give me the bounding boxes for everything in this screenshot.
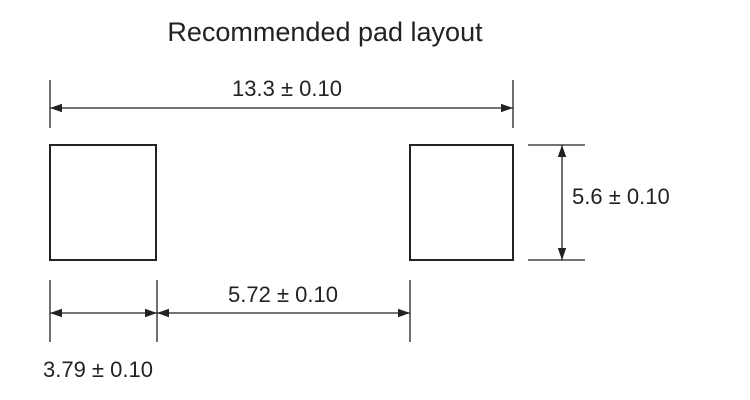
pad-gap-dimension: 5.72 ± 0.10 [157,282,410,318]
right-pad [409,144,514,261]
pad-gap-label: 5.72 ± 0.10 [228,282,338,307]
pad-height-dimension: 5.6 ± 0.10 [528,144,670,261]
left-pad [49,144,157,261]
pad-width-label: 3.79 ± 0.10 [43,357,153,382]
diagram-title: Recommended pad layout [167,17,483,47]
overall-width-dimension: 13.3 ± 0.10 [49,76,514,128]
pad-height-label: 5.6 ± 0.10 [572,184,670,209]
pad-width-dimension: 3.79 ± 0.10 [43,308,157,382]
overall-width-label: 13.3 ± 0.10 [232,76,342,101]
